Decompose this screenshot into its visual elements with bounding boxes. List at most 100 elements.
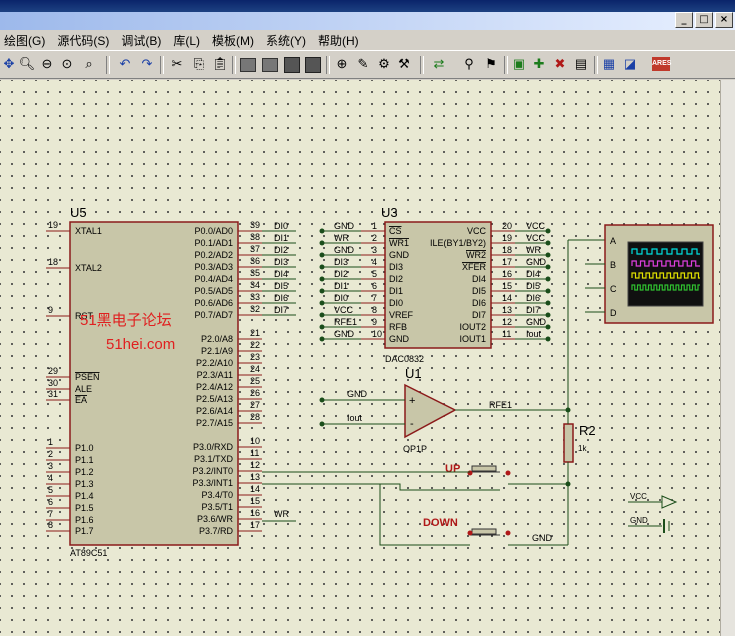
u5-pin-name: P2.3/A11 — [197, 370, 233, 380]
wire-autorouter-icon[interactable]: ⇄ — [433, 56, 445, 71]
u3-body[interactable] — [384, 221, 492, 349]
u5-pin-name: P1.3 — [75, 479, 94, 489]
zoom-in-icon[interactable]: 🔍︎ — [18, 56, 36, 71]
goto-sheet-icon[interactable]: ✖ — [554, 56, 566, 71]
u3-pin-name: ILE(BY1/BY2) — [430, 238, 486, 248]
maximize-button[interactable]: □ — [695, 12, 713, 28]
block-move-icon[interactable] — [262, 58, 278, 72]
u5-pin-number: 32 — [250, 304, 260, 314]
u5-pin-number: 6 — [48, 497, 53, 507]
toolbar-separator — [106, 56, 110, 74]
junction — [319, 397, 325, 403]
minimize-button[interactable]: _ — [675, 12, 693, 28]
u1-minus-sign: - — [410, 418, 414, 430]
menu-system[interactable]: 系统(Y) — [266, 33, 306, 48]
junction — [545, 324, 551, 330]
new-sheet-icon[interactable]: ▣ — [512, 56, 526, 71]
junction — [545, 288, 551, 294]
electrical-rule-check-icon[interactable]: ▦ — [602, 56, 616, 71]
u3-pin-number: 11 — [502, 329, 511, 339]
u5-net-label: DI3 — [274, 257, 288, 267]
menu-source[interactable]: 源代码(S) — [57, 33, 110, 48]
u5-body[interactable] — [69, 221, 239, 546]
property-assign-icon[interactable]: ⚑ — [485, 56, 497, 71]
remove-sheet-icon[interactable]: ✚ — [533, 56, 545, 71]
menu-debug[interactable]: 调试(B) — [121, 33, 162, 48]
zoom-area-icon[interactable]: ⌕ — [85, 56, 93, 71]
menu-draw[interactable]: 绘图(G) — [4, 33, 46, 48]
pick-device-icon[interactable]: ⊕ — [336, 56, 348, 71]
u3-net-label: VCC — [526, 221, 546, 231]
u5-pin-name: XTAL2 — [75, 263, 102, 273]
u3-net-label: GND — [526, 257, 547, 267]
cut-icon[interactable]: ✂ — [171, 56, 183, 71]
toolbar: ✥ 🔍︎ ⊖ ⊙ ⌕ ↶ ↷ ✂ ⎘ 📋︎ ⊕ ✎ ⚙ ⚒ ⇄ ⚲ ⚑ ▣ ✚ … — [0, 52, 735, 79]
close-button[interactable]: × — [715, 12, 733, 28]
oscilloscope-trace — [631, 260, 700, 267]
u5-pin-name: P1.0 — [75, 443, 94, 453]
ares-icon[interactable]: ARES — [652, 57, 671, 71]
down-button-pin — [505, 530, 511, 536]
r2-resistor[interactable] — [563, 423, 574, 463]
ares-netlist-icon[interactable]: ◪ — [623, 56, 637, 71]
junction — [545, 312, 551, 318]
decompose-icon[interactable]: ⚒ — [398, 56, 410, 71]
u1-part: OP1P — [403, 444, 427, 454]
u3-net-label: DI1 — [334, 281, 348, 291]
u5-pin-name: P0.1/AD1 — [194, 238, 233, 248]
undo-icon[interactable]: ↶ — [119, 56, 131, 71]
block-rotate-icon[interactable] — [284, 57, 300, 73]
u5-pin-number: 5 — [48, 485, 53, 495]
oscilloscope-trace — [631, 284, 700, 291]
paste-icon[interactable]: 📋︎ — [211, 56, 229, 71]
toolbar-separator — [160, 56, 164, 74]
menu-template[interactable]: 模板(M) — [212, 33, 254, 48]
u5-pin-name: P3.7/RD — [199, 526, 234, 536]
search-tag-icon[interactable]: ⚲ — [464, 56, 474, 71]
u3-pin-number: 9 — [372, 317, 377, 327]
u3-net-label: DI7 — [526, 305, 540, 315]
u3-pin-number: 3 — [372, 245, 377, 255]
menu-library[interactable]: 库(L) — [173, 33, 200, 48]
u5-net-label: DI6 — [274, 293, 288, 303]
copy-icon[interactable]: ⎘ — [193, 56, 205, 71]
u3-pin-number: 16 — [502, 269, 512, 279]
zoom-out-icon[interactable]: ⊖ — [41, 56, 53, 71]
up-button[interactable] — [471, 465, 497, 472]
zoom-all-icon[interactable]: ⊙ — [61, 56, 73, 71]
block-delete-icon[interactable] — [305, 57, 321, 73]
u5-pin-number: 3 — [48, 461, 53, 471]
make-device-icon[interactable]: ✎ — [357, 56, 369, 71]
u3-net-label: DI6 — [526, 293, 540, 303]
u5-pin-number: 26 — [250, 388, 260, 398]
junction — [319, 240, 325, 246]
packaging-tool-icon[interactable]: ⚙ — [378, 56, 390, 71]
u1-opamp[interactable] — [404, 383, 457, 439]
u5-pin-number: 16 — [250, 508, 260, 518]
vcc-terminal[interactable] — [661, 495, 678, 509]
u5-pin-number: 14 — [250, 484, 260, 494]
u3-pin-name: WR1 — [389, 238, 409, 248]
u3-net-label: DI4 — [526, 269, 540, 279]
u5-net-label: DI0 — [274, 221, 288, 231]
down-button-pin — [467, 530, 473, 536]
vertical-scrollbar[interactable] — [720, 80, 735, 636]
u5-pin-name: P3.2/INT0 — [192, 466, 233, 476]
u3-net-label: GND — [526, 317, 547, 327]
oscilloscope-channel-label: B — [610, 260, 616, 270]
oscilloscope-channel-label: A — [610, 236, 616, 246]
u5-pin-name: XTAL1 — [75, 226, 102, 236]
bill-of-materials-icon[interactable]: ▤ — [574, 56, 588, 71]
redo-icon[interactable]: ↷ — [141, 56, 153, 71]
toolbar-separator — [504, 56, 508, 74]
u5-pin-name: P3.0/RXD — [193, 442, 234, 452]
menu-help[interactable]: 帮助(H) — [318, 33, 359, 48]
u5-pin-name: EA — [75, 395, 87, 405]
u5-pin-name: P0.2/AD2 — [194, 250, 233, 260]
pan-icon[interactable]: ✥ — [3, 56, 15, 71]
block-copy-icon[interactable] — [240, 58, 256, 72]
u5-pin-name: P2.1/A9 — [201, 346, 233, 356]
down-button[interactable] — [471, 528, 497, 535]
u3-pin-name: GND — [389, 250, 410, 260]
